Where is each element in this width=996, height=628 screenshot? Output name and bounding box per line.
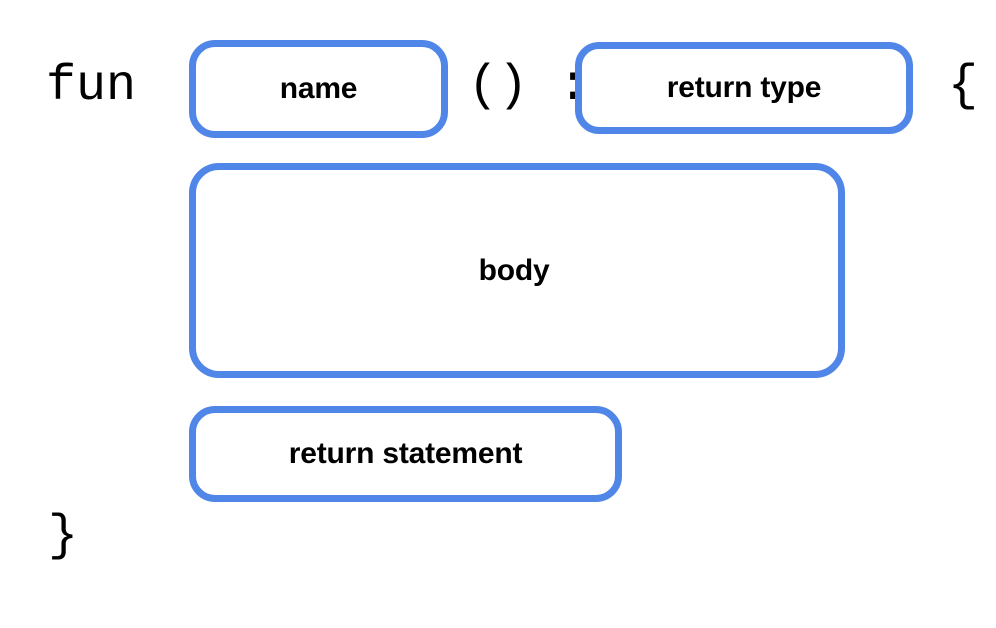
parameter-list-colon-token: () : — [468, 58, 589, 115]
slot-return-type-label: return type — [666, 71, 822, 104]
slot-name-box[interactable]: name — [189, 40, 448, 138]
open-brace-token: { — [948, 58, 979, 115]
close-brace-token: } — [48, 508, 79, 565]
slot-name-label: name — [279, 72, 358, 105]
slot-return-type-box[interactable]: return type — [575, 42, 913, 134]
slot-body-box[interactable]: body — [189, 163, 845, 378]
slot-return-statement-label: return statement — [288, 437, 523, 470]
slot-body-label: body — [478, 253, 550, 287]
keyword-fun-token: fun — [46, 58, 137, 115]
slot-return-statement-box[interactable]: return statement — [189, 406, 622, 502]
